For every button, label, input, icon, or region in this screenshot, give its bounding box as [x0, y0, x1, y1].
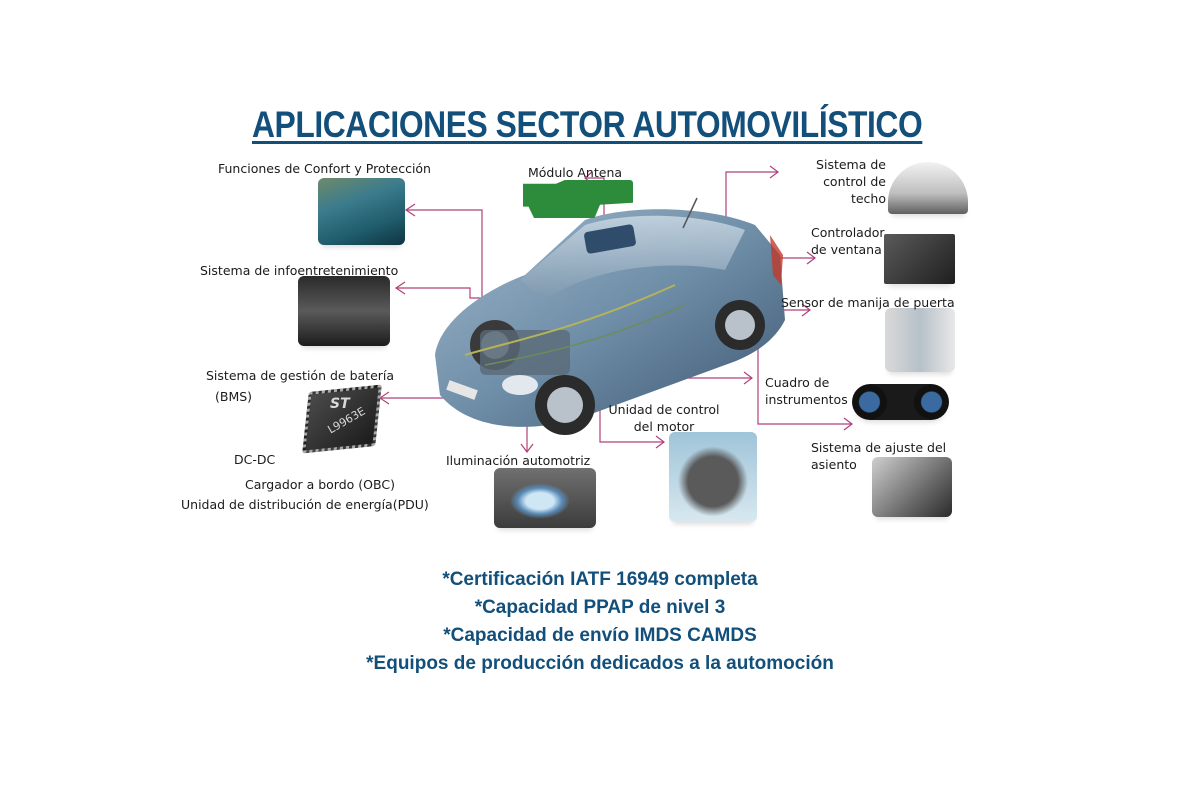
label-bms-abbr: (BMS) [215, 389, 253, 404]
label-window-controller: Controlador de ventana [811, 224, 885, 258]
roof-control-image [888, 162, 968, 214]
comfort-image [318, 178, 405, 245]
label-door-handle-sensor: Sensor de manija de puerta [781, 295, 955, 310]
label-roof-control-line2: control de [823, 174, 886, 189]
infotainment-image [298, 276, 390, 346]
label-pdu: Unidad de distribución de energía(PDU) [181, 497, 429, 512]
seat-adjust-image [872, 457, 952, 517]
label-seat-adjust: Sistema de ajuste del asiento [811, 439, 946, 473]
label-instrument-cluster: Cuadro de instrumentos [765, 374, 848, 408]
label-dc-dc: DC-DC [234, 452, 276, 467]
capability-item: *Certificación IATF 16949 completa [442, 569, 758, 590]
label-seat-adjust-line1: Sistema de ajuste del [811, 440, 947, 455]
label-roof-control-line1: Sistema de [816, 157, 886, 172]
label-comfort-protection: Funciones de Confort y Protección [218, 161, 431, 176]
car-cutaway-illustration [425, 180, 790, 445]
label-instrument-cluster-line1: Cuadro de [765, 375, 830, 390]
label-window-controller-line2: de ventana [811, 242, 882, 257]
capability-item: *Capacidad PPAP de nivel 3 [474, 597, 726, 618]
label-seat-adjust-line2: asiento [811, 457, 857, 472]
bms-chip-image: ST L9963E [296, 382, 388, 454]
label-roof-control: Sistema de control de techo [800, 156, 886, 207]
page-title: APLICACIONES SECTOR AUTOMOVILÍSTICO [252, 104, 923, 145]
label-bms: Sistema de gestión de batería [206, 368, 395, 383]
label-automotive-lighting: Iluminación automotriz [446, 453, 591, 468]
automotive-lighting-image [494, 468, 596, 528]
instrument-cluster-image [852, 384, 949, 420]
window-controller-image [884, 234, 955, 284]
label-ecu-line1: Unidad de control [608, 402, 720, 417]
label-infotainment: Sistema de infoentretenimiento [200, 263, 399, 278]
door-handle-image [885, 308, 955, 372]
label-roof-control-line3: techo [850, 191, 886, 206]
capabilities-list: *Certificación IATF 16949 completa *Capa… [300, 566, 900, 678]
chip-brand-logo: ST [330, 396, 350, 412]
label-antenna-module: Módulo Antena [528, 165, 623, 180]
label-window-controller-line1: Controlador [811, 225, 885, 240]
label-instrument-cluster-line2: instrumentos [765, 392, 848, 407]
capability-item: *Capacidad de envío IMDS CAMDS [443, 625, 757, 646]
engine-control-unit-image [669, 432, 757, 522]
capability-item: *Equipos de producción dedicados a la au… [366, 653, 834, 674]
label-ecu-line2: del motor [633, 419, 695, 434]
label-engine-control-unit: Unidad de control del motor [606, 401, 722, 435]
label-obc: Cargador a bordo (OBC) [245, 477, 395, 492]
